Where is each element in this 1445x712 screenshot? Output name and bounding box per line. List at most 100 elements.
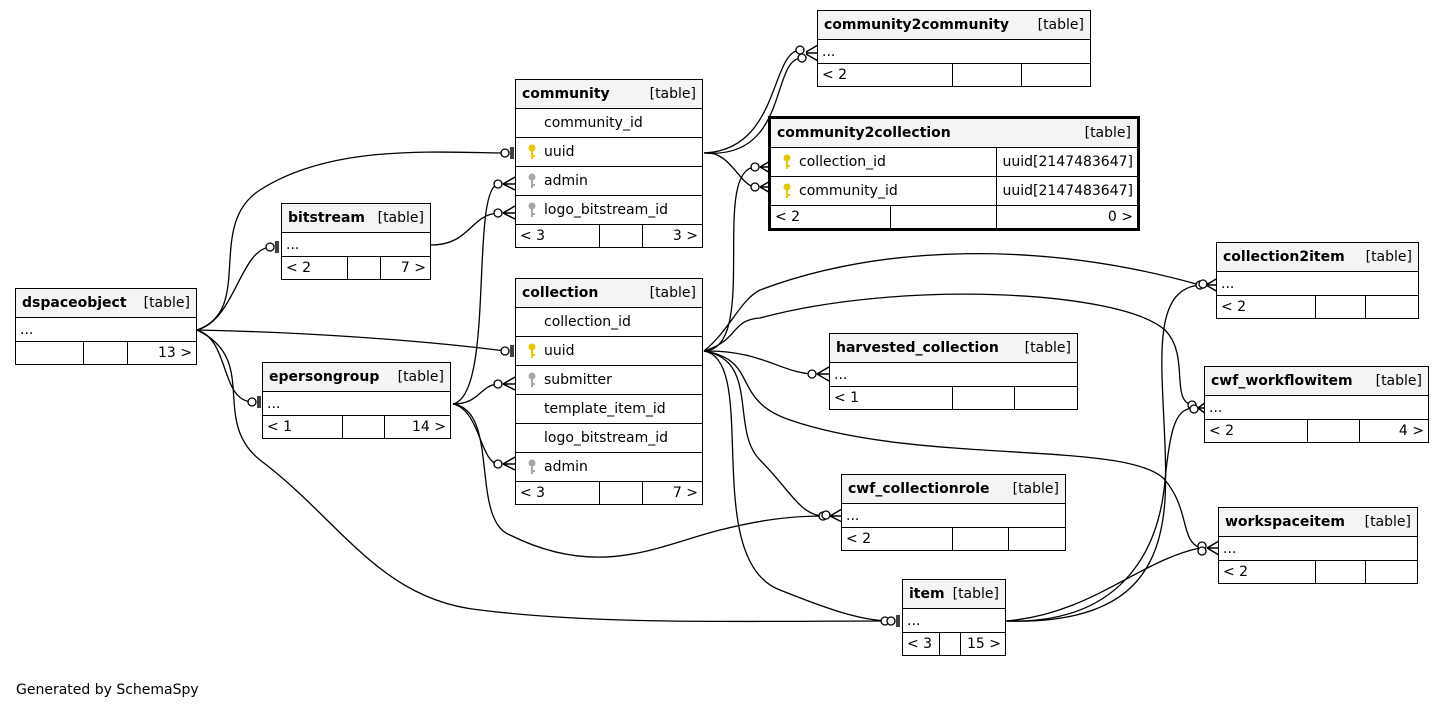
column-name: submitter (544, 372, 612, 388)
parent-count[interactable]: < 1 (830, 387, 953, 409)
columns-ellipsis: ... (282, 233, 430, 257)
child-count[interactable]: 4 > (1398, 423, 1424, 439)
table-header: dspaceobject[table] (16, 289, 196, 318)
primary-key-icon (522, 143, 542, 161)
edge-item-workspace (1004, 547, 1201, 622)
parent-count[interactable]: < 2 (771, 206, 891, 228)
edge-collection-cwf-workflow (703, 293, 1193, 406)
column-name: template_item_id (544, 401, 666, 417)
table-dspaceobject[interactable]: dspaceobject[table] ... 13 > (15, 288, 197, 365)
table-collection2item[interactable]: collection2item[table] ... < 2 (1216, 242, 1419, 319)
column-name: collection_id (544, 314, 631, 330)
parent-count[interactable]: < 3 (516, 482, 600, 504)
table-cwf-collectionrole[interactable]: cwf_collectionrole [table] ... < 2 (841, 474, 1066, 551)
child-count[interactable]: 15 > (967, 636, 1001, 652)
child-count[interactable]: 13 > (158, 345, 192, 361)
columns-ellipsis: ... (1217, 272, 1418, 296)
column-name: community_id (799, 183, 898, 199)
table-community[interactable]: community[table] community_id uuid admin… (515, 79, 703, 248)
column-name: community_id (544, 115, 643, 131)
child-count[interactable] (1009, 528, 1065, 550)
column-row[interactable]: admin (516, 453, 702, 482)
column-row[interactable]: collection_id (516, 308, 702, 337)
parent-count[interactable]: < 3 (903, 633, 940, 655)
columns-ellipsis: ... (830, 363, 1077, 387)
table-collection[interactable]: collection[table] collection_id uuid sub… (515, 278, 703, 505)
child-count[interactable]: 14 > (412, 419, 446, 435)
edge-epersongroup-community-admin (452, 183, 499, 405)
edge-dspaceobject-bitstream (196, 246, 271, 331)
generated-by-note: Generated by SchemaSpy (16, 682, 199, 698)
column-row[interactable]: admin (516, 167, 702, 196)
table-harvested-collection[interactable]: harvested_collection[table] ... < 1 (829, 333, 1078, 410)
foreign-key-icon (522, 458, 542, 476)
child-count[interactable]: 3 > (672, 228, 698, 244)
table-header: community[table] (516, 80, 702, 109)
row-count (953, 528, 1009, 550)
parent-count[interactable]: < 3 (516, 225, 600, 247)
table-tag: [table] (377, 210, 424, 226)
child-count[interactable] (1366, 561, 1417, 583)
parent-count[interactable]: < 1 (263, 416, 343, 438)
table-workspaceitem[interactable]: workspaceitem[table] ... < 2 (1218, 507, 1418, 584)
child-count[interactable] (1022, 64, 1090, 86)
parent-count[interactable] (16, 342, 84, 364)
table-community2collection[interactable]: community2collection[table] collection_i… (768, 116, 1140, 231)
column-row[interactable]: submitter (516, 366, 702, 395)
row-count (1308, 420, 1360, 442)
column-row[interactable]: template_item_id (516, 395, 702, 424)
table-tag: [table] (1012, 481, 1059, 497)
table-name: cwf_collectionrole (848, 481, 990, 497)
table-name: collection (522, 285, 599, 301)
table-header: harvested_collection[table] (830, 334, 1077, 363)
child-count[interactable]: 0 > (1107, 209, 1133, 225)
parent-count[interactable]: < 2 (818, 64, 953, 86)
child-count[interactable]: 7 > (672, 485, 698, 501)
column-row[interactable]: uuid (516, 337, 702, 366)
columns-ellipsis: ... (1205, 396, 1428, 420)
parent-count[interactable]: < 2 (1205, 420, 1308, 442)
foreign-key-icon (522, 371, 542, 389)
table-name: epersongroup (269, 369, 380, 385)
table-name: item (909, 586, 945, 602)
parent-count[interactable]: < 2 (282, 257, 348, 279)
column-type: uuid[2147483647] (996, 148, 1137, 176)
blank-icon (522, 429, 542, 447)
parent-count[interactable]: < 2 (842, 528, 953, 550)
table-footer: < 2 7 > (282, 257, 430, 279)
primary-key-icon (522, 342, 542, 360)
column-row[interactable]: community_id (516, 109, 702, 138)
table-tag: [table] (397, 369, 444, 385)
child-count[interactable] (1366, 296, 1418, 318)
child-count[interactable] (1015, 387, 1077, 409)
table-name: workspaceitem (1225, 514, 1345, 530)
column-row[interactable]: uuid (516, 138, 702, 167)
column-row[interactable]: logo_bitstream_id (516, 424, 702, 453)
table-footer: < 2 (1217, 296, 1418, 318)
blank-icon (522, 114, 542, 132)
table-name: cwf_workflowitem (1211, 373, 1353, 389)
table-community2community[interactable]: community2community[table] ... < 2 (817, 10, 1091, 87)
parent-count[interactable]: < 2 (1217, 296, 1316, 318)
table-footer: < 2 (1219, 561, 1417, 583)
row-count (1316, 561, 1366, 583)
table-footer: < 1 (830, 387, 1077, 409)
edge-dspaceobject-item (196, 329, 886, 623)
table-name: community2collection (777, 125, 951, 141)
child-count[interactable]: 7 > (400, 260, 426, 276)
columns-ellipsis: ... (16, 318, 196, 342)
columns-ellipsis: ... (903, 609, 1005, 633)
row-count (1316, 296, 1366, 318)
edge-community-c2c-a (703, 49, 801, 154)
parent-count[interactable]: < 2 (1219, 561, 1316, 583)
table-header: community2collection[table] (771, 119, 1137, 148)
columns-ellipsis: ... (842, 504, 1065, 528)
column-row[interactable]: logo_bitstream_id (516, 196, 702, 225)
table-tag: [table] (143, 295, 190, 311)
